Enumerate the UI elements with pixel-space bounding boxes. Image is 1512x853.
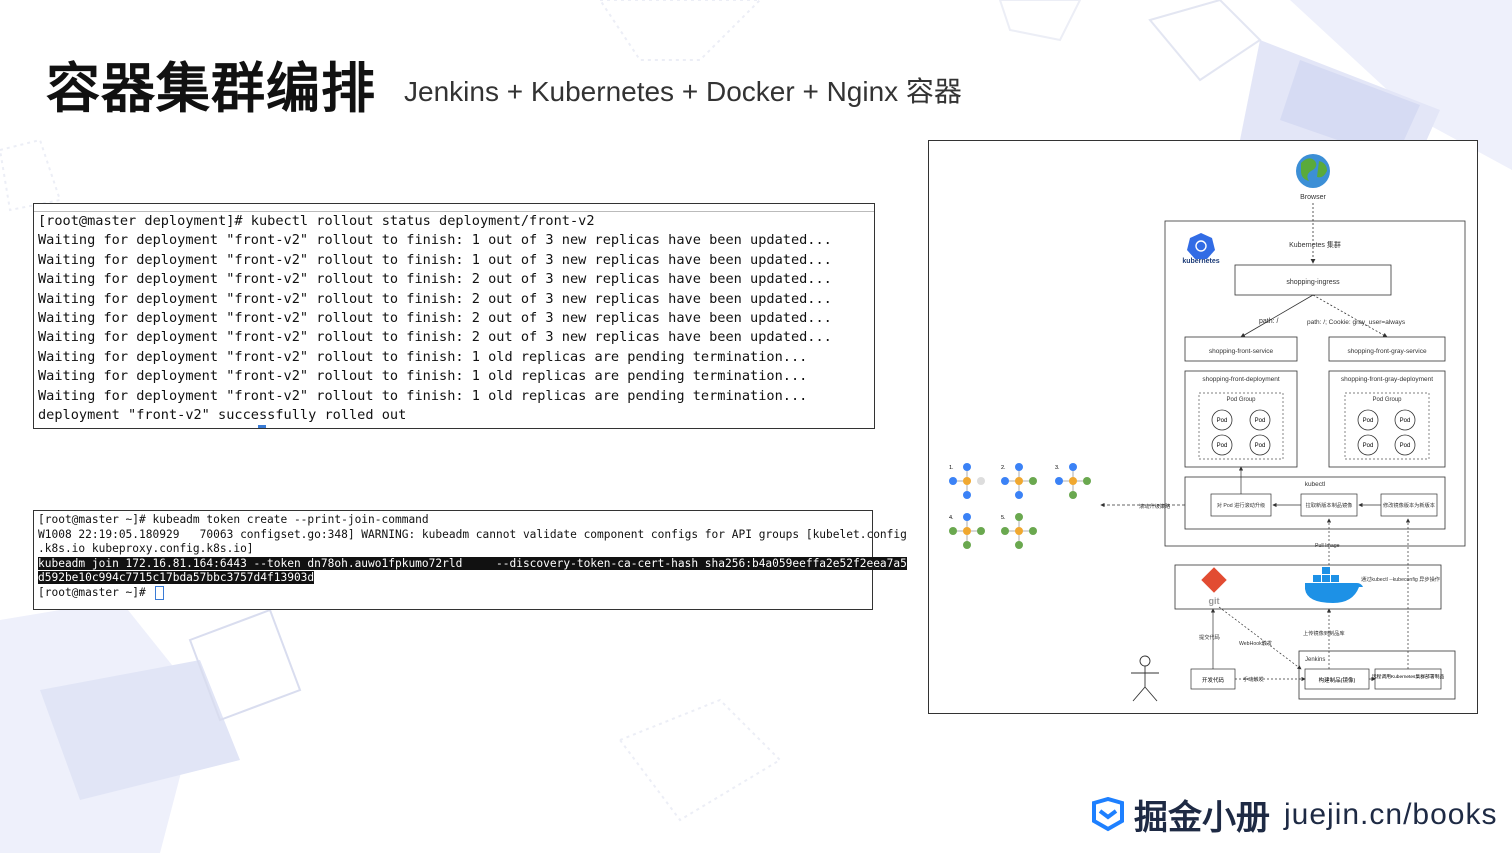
develop-code-label: 开发代码 xyxy=(1202,676,1225,684)
pod-label: Pod xyxy=(1217,443,1228,449)
terminal-line: Waiting for deployment "front-v2" rollou… xyxy=(38,251,832,268)
browser-label: Browser xyxy=(1300,194,1326,201)
jenkins-label: Jenkins xyxy=(1305,657,1325,663)
git-label: git xyxy=(1209,596,1220,606)
kubernetes-cluster-frame xyxy=(1164,220,1466,547)
terminal-line: Waiting for deployment "front-v2" rollou… xyxy=(38,271,832,288)
pod-circle xyxy=(1249,409,1271,431)
graph-number: 3. xyxy=(1055,465,1060,471)
slide-title: 容器集群编排 xyxy=(46,57,376,120)
terminal-line: Waiting for deployment "front-v2" rollou… xyxy=(38,329,832,346)
step3-label: 修改镜像版本为新版本 xyxy=(1383,501,1435,509)
terminal-line: Waiting for deployment "front-v2" rollou… xyxy=(38,368,808,385)
gray-service-box xyxy=(1328,336,1446,362)
terminal-cursor xyxy=(258,425,266,428)
terminal-cursor xyxy=(154,585,164,600)
pod-circle xyxy=(1357,434,1379,456)
pod-label: Pod xyxy=(1255,443,1266,449)
pod-group-label: Pod Group xyxy=(1226,397,1256,403)
brand-name: 掘金小册 xyxy=(1134,798,1270,838)
front-service-box xyxy=(1184,336,1298,362)
graph-number: 2. xyxy=(1001,465,1006,471)
pod-label: Pod xyxy=(1400,418,1411,424)
webhook-label: WebHook触发 xyxy=(1239,639,1272,647)
pod-group-right xyxy=(1344,392,1430,460)
step1-label: 对 Pod 进行滚动升级 xyxy=(1217,501,1265,509)
front-deployment-label: shopping-front-deployment xyxy=(1202,376,1280,383)
gray-service-label: shopping-front-gray-service xyxy=(1347,348,1427,355)
terminal-line: Waiting for deployment "front-v2" rollou… xyxy=(38,387,808,404)
terminal-line: Waiting for deployment "front-v2" rollou… xyxy=(38,310,832,327)
gray-deployment-label: shopping-front-gray-deployment xyxy=(1341,376,1433,383)
juejin-logo-icon xyxy=(1092,796,1124,831)
kubeadm-terminal: [root@master ~]# kubeadm token create --… xyxy=(33,510,907,610)
pod-label: Pod xyxy=(1217,418,1228,424)
pod-label: Pod xyxy=(1400,443,1411,449)
pod-circle xyxy=(1394,434,1416,456)
pod-circle xyxy=(1394,409,1416,431)
brand-url[interactable]: juejin.cn/books xyxy=(1284,797,1498,831)
architecture-diagram: Browser kubernetes Kubernetes 集群 shoppin… xyxy=(928,140,1478,714)
front-service-label: shopping-front-service xyxy=(1209,348,1274,355)
pod-group-label: Pod Group xyxy=(1372,397,1402,403)
pod-group-left xyxy=(1198,392,1284,460)
terminal-line: Waiting for deployment "front-v2" rollou… xyxy=(38,232,832,249)
kubectl-label: kubectl xyxy=(1305,481,1326,488)
architecture-diagram-svg: Browser kubernetes Kubernetes 集群 shoppin… xyxy=(949,154,1466,702)
ingress-label: shopping-ingress xyxy=(1286,279,1340,286)
graph-number: 5. xyxy=(1001,515,1006,521)
docker-whale-icon xyxy=(1305,567,1363,603)
kubernetes-logo-icon xyxy=(1187,233,1215,259)
browser-globe-icon xyxy=(1296,154,1330,188)
pod-label: Pod xyxy=(1255,418,1266,424)
pod-label: Pod xyxy=(1363,418,1374,424)
step2-label: 拉取新版本制品镜像 xyxy=(1306,501,1354,509)
front-deployment-box xyxy=(1184,370,1298,468)
deploy-label: 远程调用Kubernetes集群部署制品 xyxy=(1372,673,1445,680)
truncated-previous-line xyxy=(34,204,874,212)
terminal-line: .k8s.io kubeproxy.config.k8s.io] xyxy=(38,542,254,556)
manual-trigger-label: 手动触发 xyxy=(1243,675,1264,683)
terminal-prompt: [root@master ~]# xyxy=(38,585,153,599)
terminal-line: W1008 22:19:05.180929 70063 configset.go… xyxy=(38,527,907,541)
selected-join-command: kubeadm join 172.16.81.164:6443 --token … xyxy=(38,556,907,570)
upload-label: 上传镜像到制品库 xyxy=(1303,629,1345,637)
gray-deployment-box xyxy=(1328,370,1446,468)
pod-label: Pod xyxy=(1363,443,1374,449)
pod-circle xyxy=(1249,434,1271,456)
terminal-line: [root@master deployment]# kubectl rollou… xyxy=(38,213,595,229)
pull-image-label: Pull Image xyxy=(1315,543,1340,549)
cluster-title: Kubernetes 集群 xyxy=(1289,240,1341,249)
developer-stick-figure-icon xyxy=(1131,655,1159,702)
rolling-strategy-label: 滚动升级策略 xyxy=(1139,502,1171,510)
terminal-line: Waiting for deployment "front-v2" rollou… xyxy=(38,348,808,365)
graph-number: 1. xyxy=(949,465,954,471)
path-left-label: path: / xyxy=(1259,318,1279,325)
pod-circle xyxy=(1211,434,1233,456)
slide-subtitle: Jenkins + Kubernetes + Docker + Nginx 容器 xyxy=(404,76,962,107)
juejin-brand: 掘金小册 juejin.cn/books xyxy=(1090,790,1497,839)
path-right-label: path: /; Cookie: gray_user=always xyxy=(1307,319,1406,326)
graph-number: 4. xyxy=(949,515,954,521)
kubernetes-logo-text: kubernetes xyxy=(1182,258,1219,265)
build-label: 构建制品(镜像) xyxy=(1319,676,1356,684)
ingress-box xyxy=(1234,264,1392,296)
terminal-line: deployment "front-v2" successfully rolle… xyxy=(38,407,407,424)
commit-code-label: 提交代码 xyxy=(1199,633,1220,641)
pod-circle xyxy=(1211,409,1233,431)
selected-join-hash: d592be10c994c7715c17bda57bbc3757d4f13903… xyxy=(38,571,315,585)
pod-circle xyxy=(1357,409,1379,431)
rollout-terminal: [root@master deployment]# kubectl rollou… xyxy=(33,203,875,429)
kubeconfig-label: 通过kubectl --kubeconfig 异步操作 xyxy=(1361,575,1440,583)
rolling-strategy-graphs: 1. 2. 3. 4. 5. xyxy=(949,463,1091,549)
terminal-line: Waiting for deployment "front-v2" rollou… xyxy=(38,290,832,307)
terminal-line: [root@master ~]# kubeadm token create --… xyxy=(38,513,429,526)
